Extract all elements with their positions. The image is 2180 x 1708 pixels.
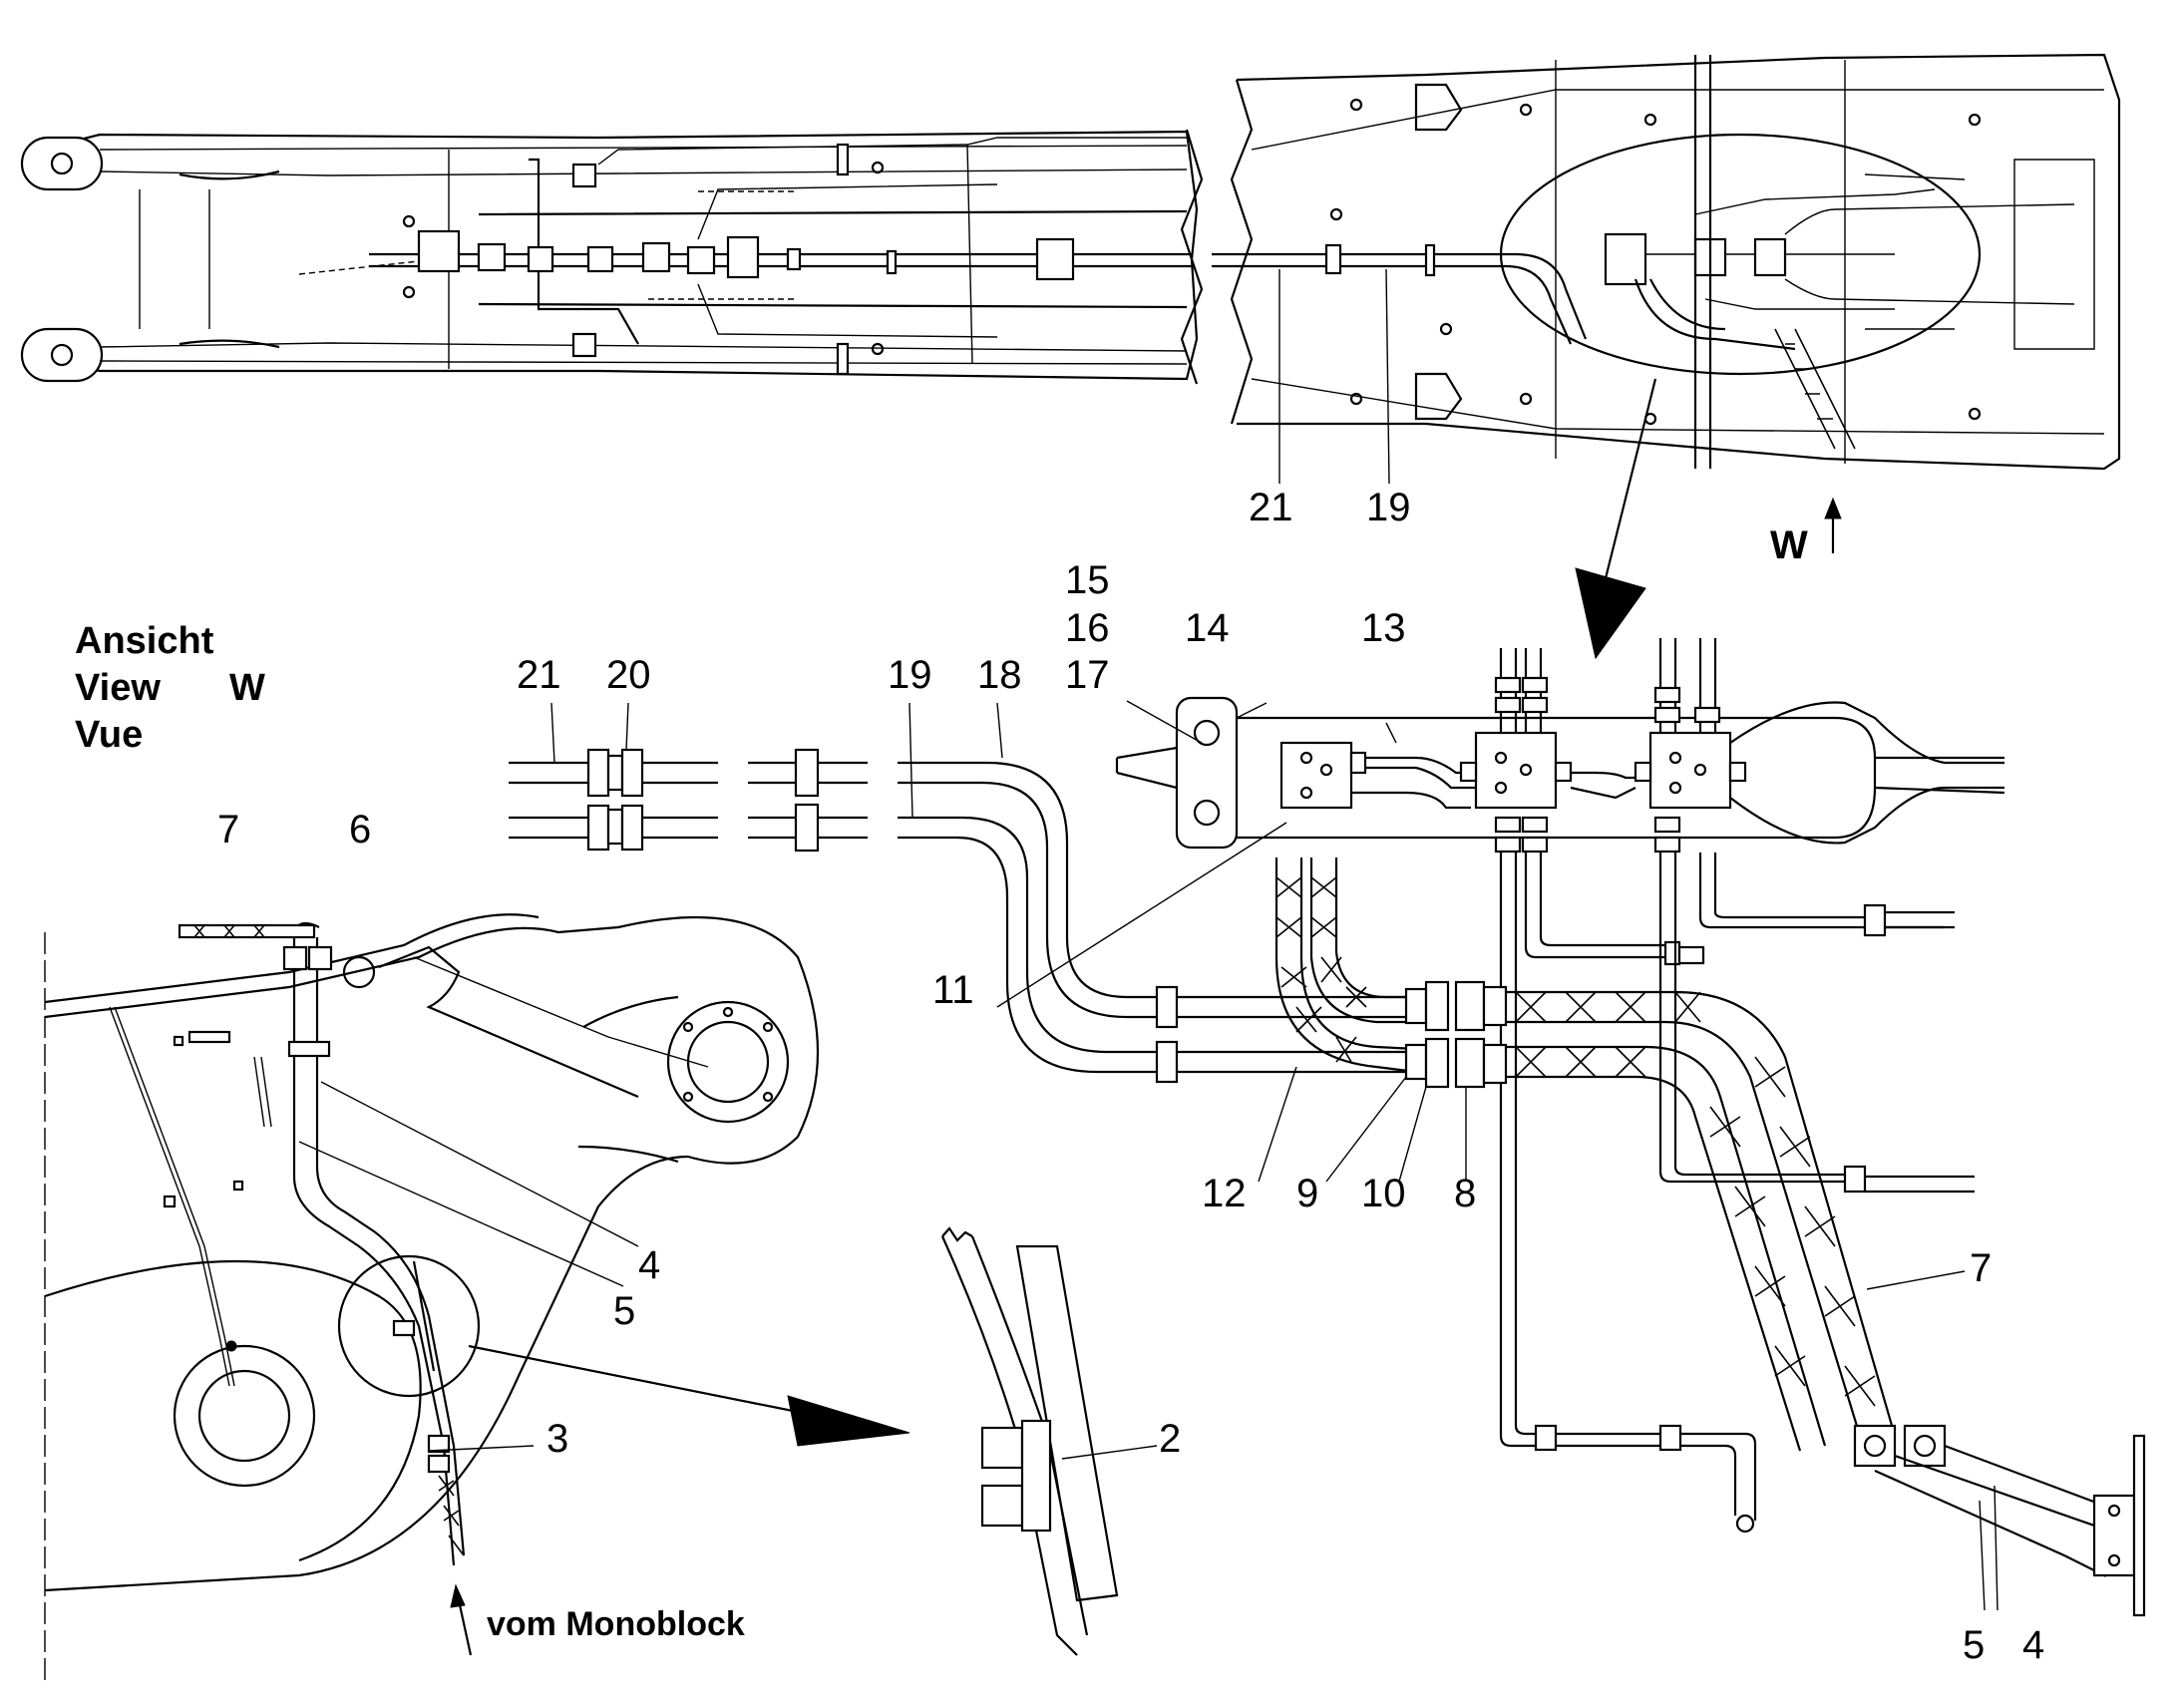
callout-9: 9 <box>1296 1172 1318 1215</box>
view-marker-label: W <box>1770 523 1808 567</box>
callout-20: 20 <box>606 653 651 697</box>
callout-8: 8 <box>1454 1172 1476 1215</box>
callout-4-right: 4 <box>2022 1623 2044 1667</box>
callout-18: 18 <box>977 653 1022 697</box>
note-from-monoblock: vom Monoblock <box>487 1605 745 1643</box>
boom-base-plan-view <box>1212 53 2121 660</box>
arm-side-view: vom Monoblock <box>44 913 910 1685</box>
callout-5-right: 5 <box>1963 1623 1985 1667</box>
arrow-up-icon <box>1824 497 1842 519</box>
callout-10: 10 <box>1361 1172 1406 1215</box>
callout-15: 15 <box>1065 558 1110 602</box>
callout-11: 11 <box>932 968 974 1012</box>
detail-circle <box>337 1254 481 1398</box>
leader-lines <box>298 268 1998 1611</box>
callout-19-detail: 19 <box>888 653 932 697</box>
view-label-de: Ansicht <box>75 620 214 662</box>
callout-16: 16 <box>1065 606 1110 650</box>
clamp-detail-view <box>940 1226 1119 1656</box>
arrowhead-icon <box>787 1395 910 1447</box>
callout-6: 6 <box>349 808 371 852</box>
callout-2: 2 <box>1159 1417 1181 1461</box>
callout-numbers: 2 3 4 5 6 7 7 8 9 10 11 12 13 14 15 16 1… <box>217 486 2044 1667</box>
callout-5-left: 5 <box>613 1289 635 1333</box>
callout-14: 14 <box>1185 606 1230 650</box>
callout-12: 12 <box>1202 1172 1247 1215</box>
callout-7-left: 7 <box>217 808 239 852</box>
callout-7-right: 7 <box>1970 1246 1992 1290</box>
view-title-block: Ansicht View W Vue <box>75 620 265 756</box>
pipe-run-detail <box>509 748 1416 1084</box>
view-label-letter: W <box>229 667 265 709</box>
callout-4-left: 4 <box>638 1243 660 1287</box>
boom-plan-view <box>20 129 1204 385</box>
callout-3: 3 <box>546 1417 568 1461</box>
view-w-marker: W <box>1770 497 1842 567</box>
callout-21-top: 21 <box>1249 486 1293 529</box>
view-label-en: View <box>75 667 161 709</box>
callout-13: 13 <box>1361 606 1406 650</box>
callout-17: 17 <box>1065 653 1110 697</box>
valve-manifold-assembly <box>1115 638 2146 1617</box>
callout-19-top: 19 <box>1366 486 1411 529</box>
view-label-fr: Vue <box>75 714 143 756</box>
callout-21-detail: 21 <box>517 653 561 697</box>
detail-ellipse <box>1499 133 1982 376</box>
